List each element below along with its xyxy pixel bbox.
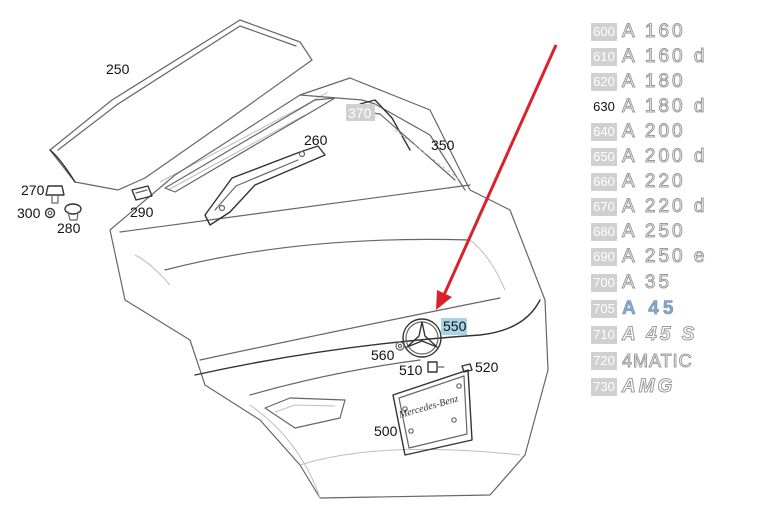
badge-a45s: A 45 S [621,324,698,345]
badge-a250: A 250 [622,221,686,242]
badge-a35: A 35 [621,272,673,293]
legend-code: 700 [591,274,617,292]
callout-550[interactable]: 550 [443,318,467,334]
clip-280[interactable] [64,203,82,221]
badge-a220d: A 220 d [621,196,708,217]
nut-300[interactable] [44,207,56,219]
callout-510[interactable]: 510 [399,362,423,378]
badge-a220: A 220 [622,171,686,192]
legend-code: 660 [591,173,617,191]
badge-a45: A 45 [622,298,678,319]
legend-row-680[interactable]: 680 A 250 [591,221,686,242]
callout-300[interactable]: 300 [17,205,41,221]
callout-550-box [441,318,467,335]
legend-code: 600 [591,23,617,41]
callout-560[interactable]: 560 [371,347,395,363]
callout-500[interactable]: 500 [374,423,398,439]
clip-290[interactable] [131,185,153,201]
legend-row-710[interactable]: 710 A 45 S [591,324,698,345]
legend-row-650[interactable]: 650 A 200 d [591,146,708,167]
legend-code: 650 [591,148,617,166]
legend-code: 720 [591,352,617,370]
legend-code: 690 [591,248,617,266]
legend-code: 705 [591,300,617,318]
legend-code: 710 [591,326,617,344]
legend-code: 730 [591,378,617,396]
third-brake-light[interactable] [204,145,326,226]
legend-code: 620 [591,73,617,91]
badge-a200: A 200 [622,121,686,142]
legend-code: 630 [593,99,615,114]
legend-row-600[interactable]: 600 A 160 [591,21,686,42]
legend-code: 670 [591,198,617,216]
legend-code: 610 [591,48,617,66]
legend-row-730[interactable]: 730 AMG [591,376,676,397]
legend-row-700[interactable]: 700 A 35 [591,272,673,293]
badge-a160: A 160 [622,21,686,42]
badge-a250e: A 250 e [621,246,708,267]
badge-a200d: A 200 d [621,146,708,167]
badge-a180: A 180 [622,71,686,92]
callout-350[interactable]: 350 [431,137,455,153]
callout-270[interactable]: 270 [21,182,45,198]
callout-370[interactable]: 370 [348,105,372,121]
rear-window-glass[interactable] [49,19,329,191]
legend-code: 640 [591,123,617,141]
screw-510[interactable] [427,361,445,373]
license-plate-holder[interactable]: Mercedes-Benz [392,369,473,456]
legend-row-620[interactable]: 620 A 180 [591,71,686,92]
tailgate-body[interactable] [109,77,549,499]
red-arrow [436,44,558,310]
mercedes-star-emblem[interactable] [402,318,442,358]
plate-brand-text: Mercedes-Benz [397,393,460,421]
legend-row-630[interactable]: 630 A 180 d [591,96,708,117]
legend-row-690[interactable]: 690 A 250 e [591,246,708,267]
badge-a160d: A 160 d [621,46,708,67]
badge-a180d: A 180 d [621,96,708,117]
callout-290[interactable]: 290 [130,204,154,220]
callout-250[interactable]: 250 [106,61,130,77]
badge-amg: AMG [621,376,676,397]
legend-code: 680 [591,223,617,241]
legend-row-610[interactable]: 610 A 160 d [591,46,708,67]
callout-280[interactable]: 280 [57,220,81,236]
screw-520[interactable] [461,363,473,373]
clip-270[interactable] [45,185,65,204]
legend-row-670[interactable]: 670 A 220 d [591,196,708,217]
legend-row-660[interactable]: 660 A 220 [591,171,686,192]
callout-260[interactable]: 260 [304,132,328,148]
legend-row-705[interactable]: 705 A 45 [591,298,678,319]
washer-560[interactable] [395,341,405,351]
badge-4matic: 4MATIC [622,351,693,372]
callout-520[interactable]: 520 [475,359,499,375]
callout-370-box [346,104,375,121]
legend-row-720[interactable]: 720 4MATIC [591,351,693,372]
legend-row-640[interactable]: 640 A 200 [591,121,686,142]
handle-recess [264,397,346,429]
